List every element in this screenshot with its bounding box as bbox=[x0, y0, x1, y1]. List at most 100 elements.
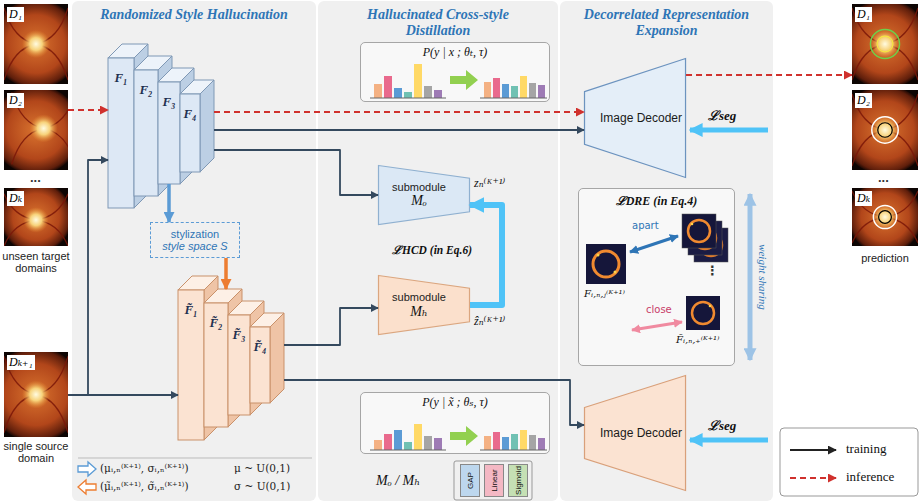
annotation-label: close bbox=[646, 304, 672, 315]
svg-rect bbox=[694, 228, 728, 262]
svg-line bbox=[370, 98, 446, 99]
node-text: F₄ bbox=[183, 106, 196, 122]
shape-rect bbox=[204, 303, 228, 427]
layer-box: Sigmoid bbox=[508, 464, 528, 497]
svg-line bbox=[480, 450, 547, 451]
shape-circle bbox=[4, 188, 68, 246]
node-text: Dₖ bbox=[855, 191, 872, 206]
svg-rect bbox=[688, 221, 722, 255]
submodule-shape: submoduleMₒ bbox=[378, 165, 470, 225]
svg-circle bbox=[614, 271, 617, 274]
svg-line bbox=[480, 98, 547, 99]
node-text: F₃ bbox=[162, 94, 175, 110]
svg-rect bbox=[538, 85, 545, 98]
shape-polygon bbox=[379, 276, 470, 335]
annotation-label: Fᵢ,ₙ,ⱼ⁽ᴷ⁺¹⁾ bbox=[584, 288, 625, 299]
svg-rect bbox=[374, 84, 382, 98]
node-text: D₂ bbox=[855, 93, 872, 108]
probability-box: P(y | x ; θₜ, τ) bbox=[360, 42, 550, 102]
svg-circle bbox=[700, 234, 722, 256]
svg-rect bbox=[424, 86, 432, 98]
layer-box: Linear bbox=[484, 464, 504, 497]
svg-rect bbox=[414, 424, 422, 450]
svg-rect bbox=[529, 83, 536, 98]
shape-circle bbox=[4, 352, 68, 437]
svg-rect bbox=[394, 88, 402, 98]
shape-circle bbox=[852, 4, 918, 84]
svg-line bbox=[748, 194, 753, 360]
svg-rect bbox=[586, 244, 626, 284]
node-text: F₁ bbox=[114, 70, 127, 86]
shape-circle bbox=[870, 29, 899, 58]
legend-text: inference bbox=[846, 469, 894, 485]
svg-line bbox=[790, 449, 836, 451]
node-text: F̃₃ bbox=[232, 327, 245, 343]
annotation-label: zₙ⁽ᴷ⁺¹⁾ bbox=[474, 176, 505, 191]
shape-circle bbox=[879, 211, 892, 224]
shape-circle bbox=[852, 90, 918, 170]
feature-block: F̃₄ bbox=[250, 313, 284, 403]
shape-circle bbox=[878, 123, 893, 138]
svg-rect bbox=[529, 435, 536, 450]
svg-line bbox=[690, 438, 768, 443]
node-text: P(y | x ; θₜ, τ) bbox=[423, 45, 487, 60]
connector bbox=[224, 258, 228, 289]
svg-rect bbox=[384, 76, 392, 98]
shape-circle bbox=[870, 29, 899, 58]
block-faces bbox=[250, 313, 284, 403]
shape-circle bbox=[873, 205, 896, 228]
shape-rect bbox=[180, 94, 200, 172]
node-text: Image Decoder bbox=[600, 111, 682, 125]
fundus-image: D₁ bbox=[4, 4, 68, 84]
fundus-image: Dₖ₊₁ bbox=[4, 352, 68, 437]
svg-polygon bbox=[450, 426, 478, 446]
svg-line bbox=[632, 322, 682, 330]
node-text: ℒDRE (in Eq.4) bbox=[616, 192, 698, 209]
annotation-label: prediction bbox=[852, 252, 918, 264]
annotation-label: ... bbox=[878, 170, 889, 185]
svg-line bbox=[630, 236, 678, 252]
node-text: D₁ bbox=[7, 7, 24, 22]
svg-circle bbox=[694, 227, 716, 249]
svg-circle bbox=[692, 302, 714, 324]
svg-rect bbox=[394, 430, 402, 450]
annotation-label: ⋮ bbox=[706, 263, 719, 278]
shape-polygon bbox=[379, 166, 470, 225]
svg-rect bbox=[493, 78, 500, 98]
shape-rect bbox=[178, 290, 204, 440]
node-text: Dₖ bbox=[7, 191, 24, 206]
node-text: D₂ bbox=[7, 93, 24, 108]
svg-polygon bbox=[78, 462, 96, 476]
svg-rect bbox=[538, 438, 545, 450]
legend-frame bbox=[780, 428, 918, 496]
shape-polygon bbox=[200, 80, 214, 172]
shape-circle bbox=[22, 380, 50, 408]
decoder-shape: Image Decoder bbox=[584, 58, 686, 178]
svg-rect bbox=[780, 428, 918, 496]
svg-circle bbox=[688, 220, 710, 242]
node-text: Decorrelated Representation Expansion bbox=[567, 7, 767, 39]
svg-circle bbox=[709, 305, 712, 308]
node-text: Linear bbox=[490, 469, 499, 491]
node-text: style space S bbox=[162, 240, 227, 252]
svg-rect bbox=[484, 82, 491, 98]
node-text: submodule bbox=[392, 181, 446, 193]
node-text: Image Decoder bbox=[600, 426, 682, 440]
shape-rect bbox=[228, 315, 250, 415]
layer-box: GAP bbox=[460, 464, 480, 497]
node-text: F̃₁ bbox=[184, 302, 197, 318]
annotation-label: ℒseg bbox=[708, 106, 736, 124]
svg-line bbox=[370, 450, 446, 451]
node-text: Mₒ bbox=[411, 193, 427, 209]
svg-circle bbox=[593, 251, 619, 277]
svg-circle bbox=[597, 254, 600, 257]
shape-circle bbox=[872, 204, 898, 230]
svg-rect bbox=[434, 90, 442, 98]
svg-rect bbox=[374, 440, 382, 450]
node-text: GAP bbox=[466, 472, 475, 489]
node-text: F₂ bbox=[139, 82, 152, 98]
svg-rect bbox=[414, 64, 422, 98]
annotation-label: unseen target domains bbox=[0, 250, 72, 274]
annotation-label: apart bbox=[632, 220, 659, 231]
